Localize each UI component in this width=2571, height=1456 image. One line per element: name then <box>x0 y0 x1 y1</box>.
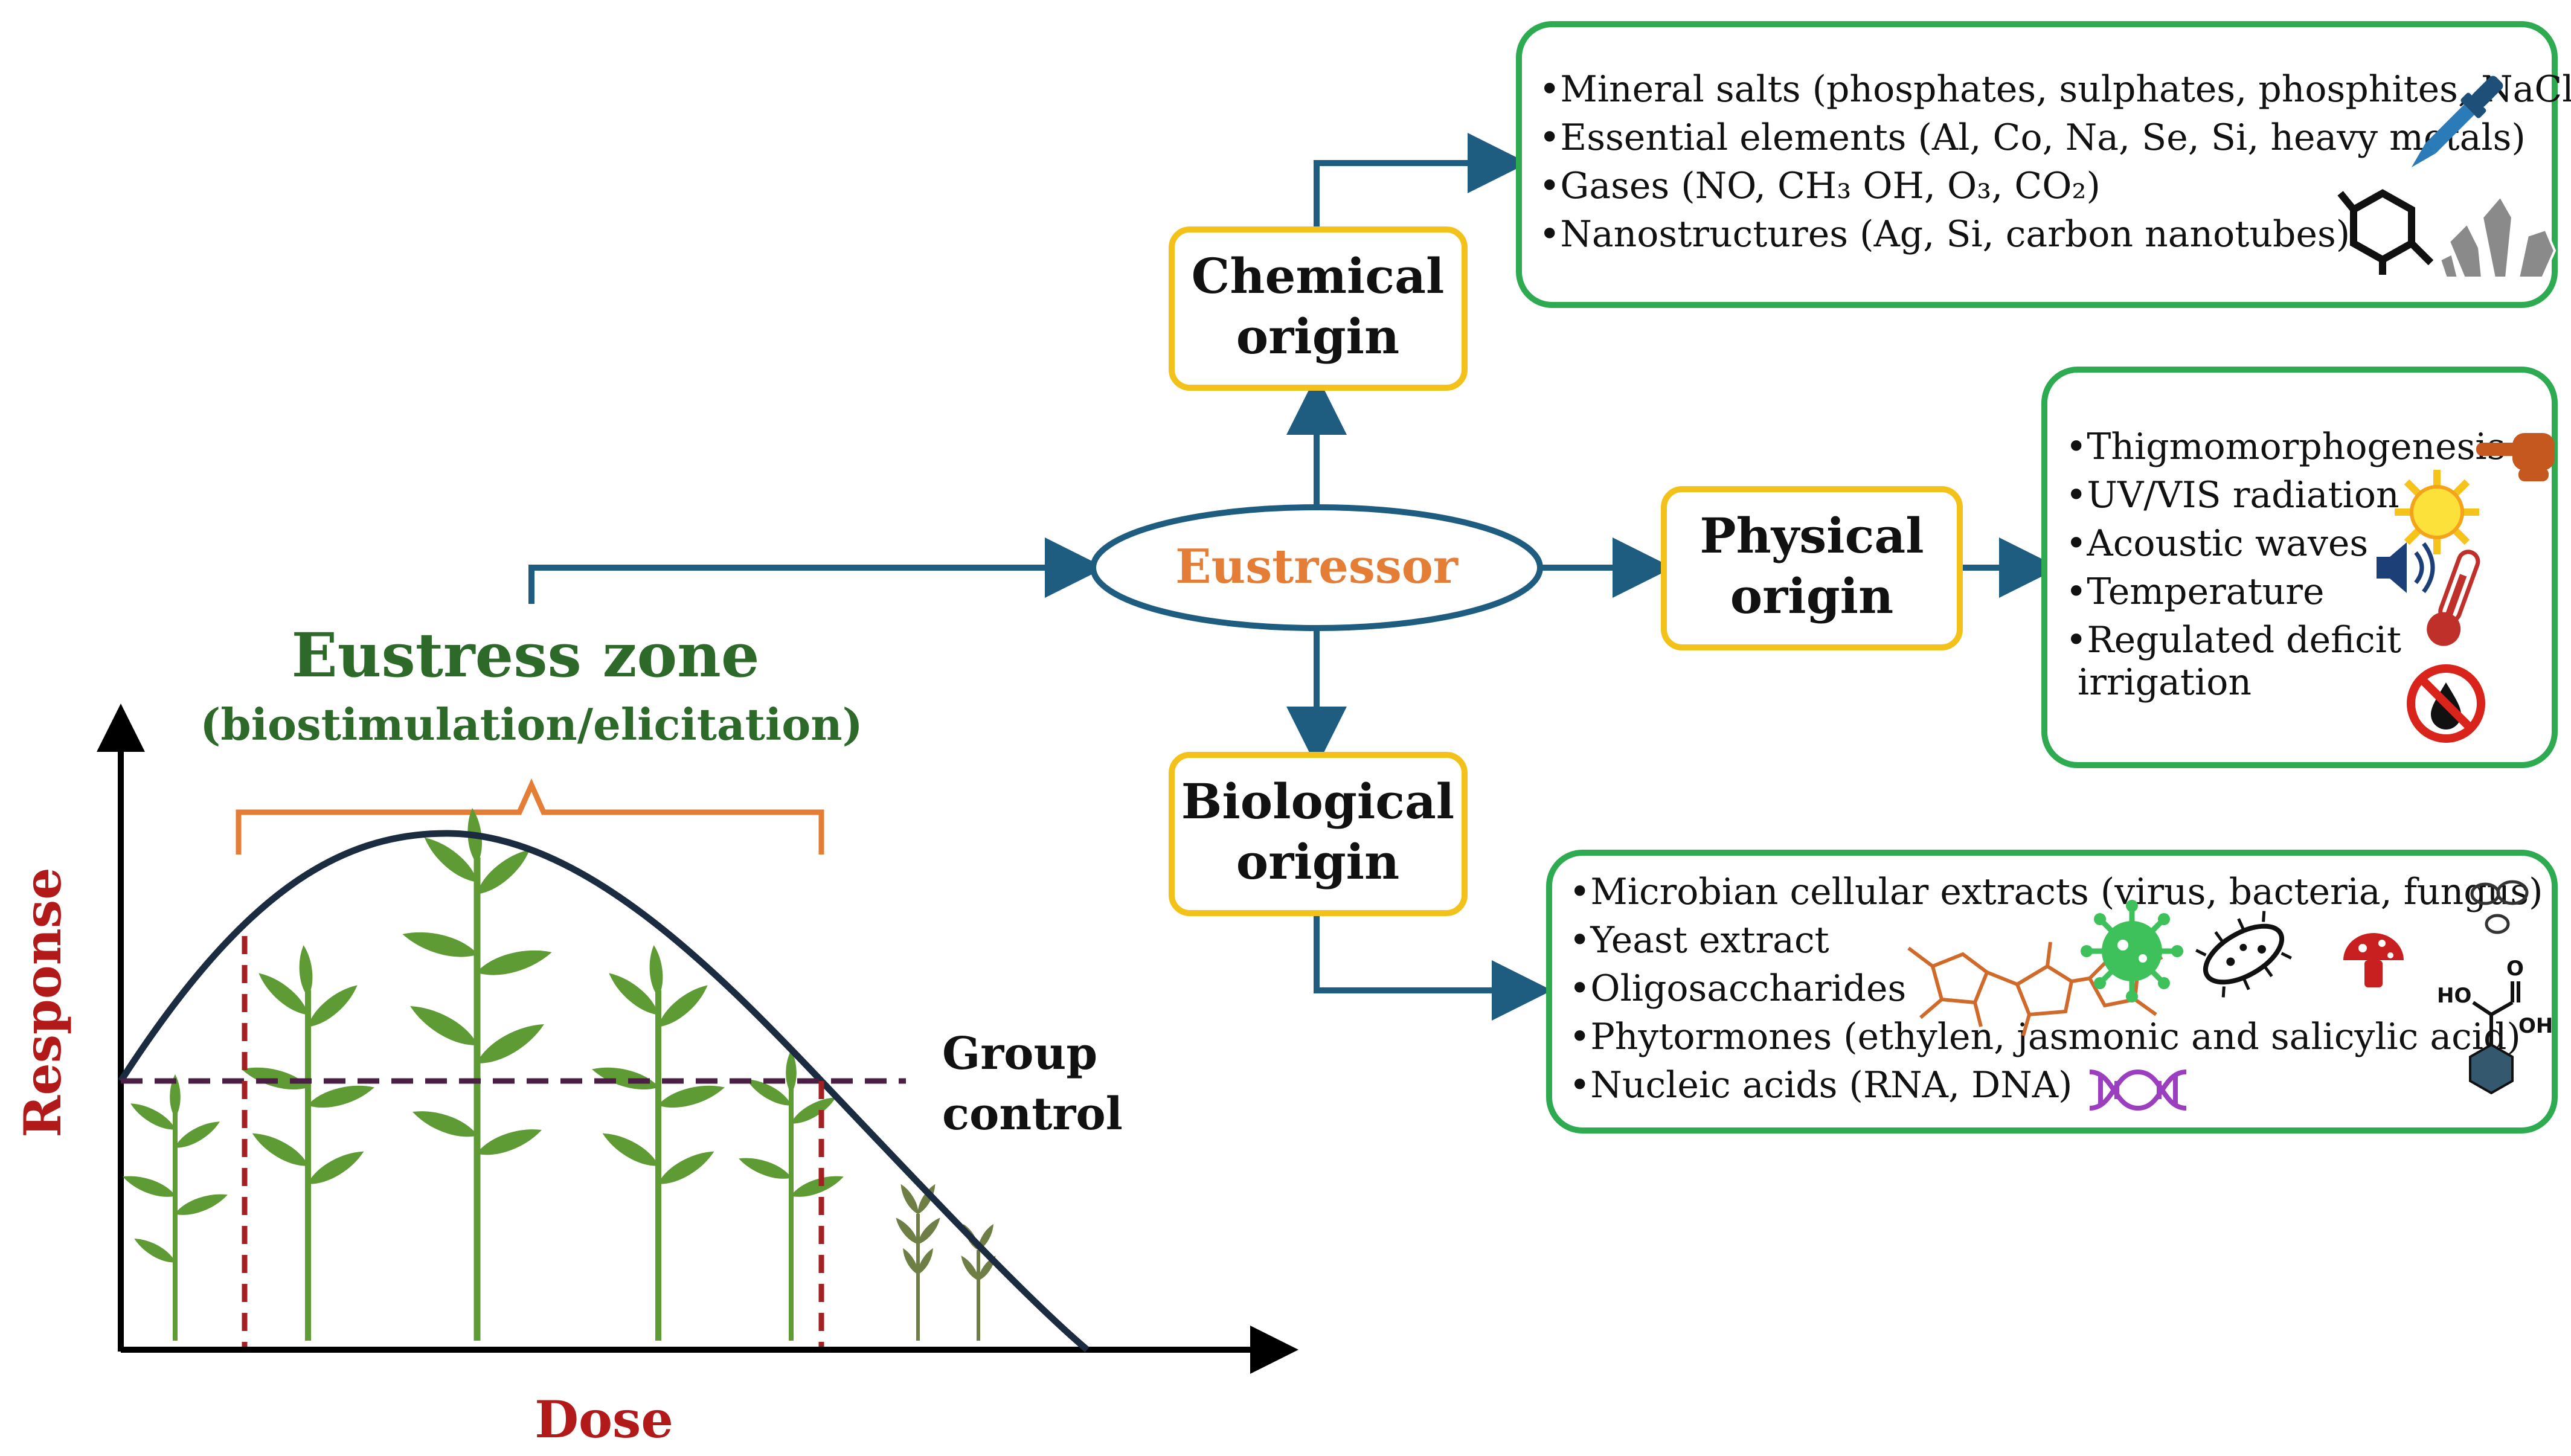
arrow-zone-to-eustressor <box>528 537 1105 604</box>
plant-small-2 <box>737 1050 846 1341</box>
biological-item-2: •Yeast extract <box>1569 919 1829 961</box>
thermometer-icon <box>2427 550 2480 646</box>
chemical-list-box: •Mineral salts (phosphates, sulphates, p… <box>1516 21 2571 308</box>
pointing-hand-icon <box>2476 433 2555 481</box>
physical-origin-line1: Physical <box>1700 507 1924 564</box>
plant-medium-2 <box>590 944 727 1341</box>
biological-origin-line1: Biological <box>1181 773 1454 830</box>
group-control-line1: Group <box>942 1028 1097 1080</box>
chem-o-label: O <box>2506 957 2524 981</box>
connector-arrows <box>528 133 2059 1021</box>
physical-list-frame <box>2041 367 2558 768</box>
eustress-graph: Eustress zone (biostimulation/elicitatio… <box>13 620 1298 1449</box>
chem-oh-label: OH <box>2518 1014 2553 1038</box>
biological-origin-node: Biological origin <box>1169 752 1468 916</box>
physical-list-box: •Thigmomorphogenesis •UV/VIS radiation •… <box>2041 367 2558 768</box>
chemical-origin-box <box>1169 226 1468 391</box>
plant-tall-1 <box>400 807 554 1341</box>
biological-item-1: •Microbian cellular extracts (virus, bac… <box>1569 871 2543 913</box>
eustress-zone-subtitle: (biostimulation/elicitation) <box>200 699 862 750</box>
chemical-item-3: •Gases (NO, CH₃ OH, O₃, CO₂) <box>1539 165 2101 207</box>
eustressor-node: Eustressor <box>1090 504 1543 631</box>
chemical-item-2: •Essential elements (Al, Co, Na, Se, Si,… <box>1539 117 2526 159</box>
physical-origin-box <box>1661 486 1963 650</box>
biological-item-5: •Nucleic acids (RNA, DNA) <box>1569 1064 2072 1106</box>
physical-item-1: •Thigmomorphogenesis <box>2065 426 2505 468</box>
group-control-line2: control <box>942 1088 1123 1140</box>
chemical-origin-node: Chemical origin <box>1169 226 1468 391</box>
chemical-list-frame <box>1516 21 2558 308</box>
no-water-icon <box>2407 664 2485 743</box>
x-axis-label: Dose <box>534 1390 673 1449</box>
bacteria-icon <box>2195 911 2292 998</box>
plant-medium-1 <box>240 944 376 1341</box>
plant-small-1 <box>121 1074 229 1341</box>
physical-item-4: •Temperature <box>2065 571 2324 613</box>
biological-origin-box <box>1169 752 1468 916</box>
salicylic-acid-icon: HO OH O <box>2437 957 2553 1095</box>
physical-item-2: •UV/VIS radiation <box>2065 474 2399 516</box>
plant-wilted-1 <box>893 1182 943 1341</box>
biological-item-3: •Oligosaccharides <box>1569 967 1906 1010</box>
eustressor-label: Eustressor <box>1175 539 1459 594</box>
biological-list-frame <box>1546 850 2558 1134</box>
dropper-icon <box>2411 75 2503 168</box>
plant-illustrations <box>121 807 999 1341</box>
chemical-origin-line1: Chemical <box>1192 248 1445 304</box>
mushroom-icon <box>2343 933 2404 987</box>
physical-item-5: •Regulated deficit <box>2065 619 2401 661</box>
sun-icon <box>2395 470 2479 554</box>
biological-list-box: •Microbian cellular extracts (virus, bac… <box>1546 850 2558 1134</box>
eustress-zone-title: Eustress zone <box>292 620 760 691</box>
yeast-cells-icon <box>2470 880 2529 934</box>
eustressor-ellipse <box>1090 504 1543 631</box>
crystal-icon <box>2438 194 2557 279</box>
arrow-biological-to-list <box>1314 912 1552 1021</box>
virus-icon <box>2081 900 2183 1002</box>
molecule-ring-icon <box>2337 189 2434 275</box>
chemical-origin-line2: origin <box>1236 308 1399 365</box>
y-axis-label: Response <box>13 867 72 1137</box>
physical-origin-node: Physical origin <box>1661 486 1963 650</box>
dna-icon <box>2089 1069 2187 1111</box>
chem-ho-label: HO <box>2437 984 2471 1008</box>
response-curve <box>118 830 1090 1353</box>
eustress-bracket <box>236 778 824 855</box>
plant-wilted-2 <box>958 1222 999 1341</box>
speaker-icon <box>2377 542 2435 594</box>
biological-item-4: •Phytormones (ethylen, jasmonic and sali… <box>1569 1016 2521 1058</box>
chemical-item-4: •Nanostructures (Ag, Si, carbon nanotube… <box>1539 213 2350 255</box>
physical-item-6: irrigation <box>2078 661 2252 704</box>
chemical-item-1: •Mineral salts (phosphates, sulphates, p… <box>1539 68 2571 111</box>
physical-item-3: •Acoustic waves <box>2065 522 2368 565</box>
biological-origin-line2: origin <box>1236 833 1399 890</box>
arrow-chemical-to-list <box>1314 133 1528 229</box>
physical-origin-line2: origin <box>1730 568 1893 624</box>
